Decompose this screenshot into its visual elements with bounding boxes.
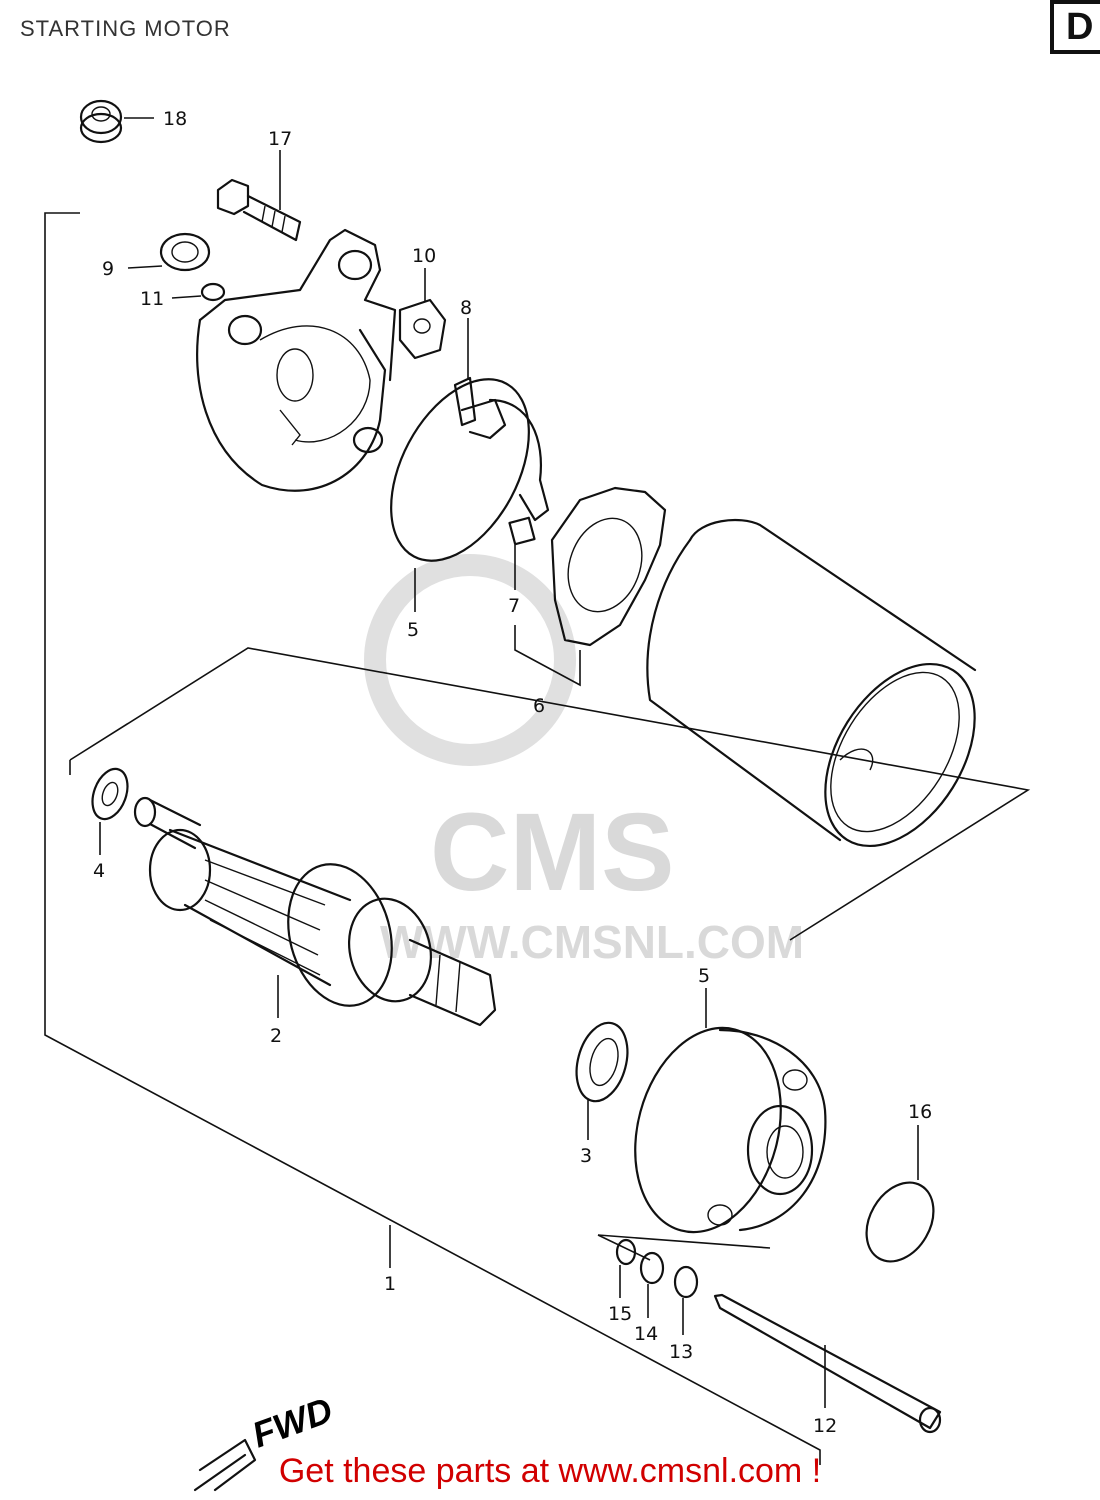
part-9-seal	[127, 232, 211, 272]
callout-12: 12	[813, 1415, 837, 1437]
part-16-oring	[865, 1125, 935, 1263]
rear-housing	[196, 228, 397, 492]
part-12-through-bolt	[713, 1293, 942, 1434]
part-7-brush	[508, 516, 536, 590]
part-2-armature	[133, 796, 497, 1027]
yoke-housing	[646, 518, 977, 848]
callout-5-lower: 5	[698, 965, 710, 987]
callout-15: 15	[608, 1303, 632, 1325]
part-3-oil-seal	[575, 1021, 629, 1140]
callout-2: 2	[270, 1025, 282, 1047]
callout-16: 16	[908, 1101, 932, 1123]
part-4-washer	[91, 767, 129, 855]
footer-promo-text[interactable]: Get these parts at www.cmsnl.com !	[278, 1452, 822, 1490]
callout-numbers: 18 17 9 11 10 8 5 7 6 4 2 5 3 16 1 15 14…	[93, 108, 932, 1437]
callout-9: 9	[102, 258, 114, 280]
callout-5-upper: 5	[407, 619, 419, 641]
callout-1: 1	[384, 1273, 396, 1295]
diagram-title: STARTING MOTOR	[20, 16, 231, 41]
part-17-bolt	[216, 150, 302, 242]
callout-11: 11	[140, 288, 164, 310]
part-8-terminal-bolt	[453, 318, 550, 522]
fwd-label: FWD	[247, 1389, 338, 1456]
callout-6: 6	[533, 695, 545, 717]
part-18-nut	[79, 99, 154, 144]
section-code-badge: D	[1050, 0, 1100, 54]
callout-18: 18	[163, 108, 187, 130]
part-14-washer	[639, 1251, 665, 1318]
part-11-oring	[171, 282, 226, 302]
footer-promo-link[interactable]: Get these parts at www.cmsnl.com !	[0, 1452, 1100, 1491]
assembly-bracket	[44, 212, 1031, 1465]
part-13-washer	[673, 1265, 699, 1335]
callout-10: 10	[412, 245, 436, 267]
callout-4: 4	[93, 860, 105, 882]
callout-17: 17	[268, 128, 292, 150]
callout-3: 3	[580, 1145, 592, 1167]
part-5-oring-upper	[390, 378, 530, 612]
callout-7: 7	[508, 595, 520, 617]
cms-watermark: CMS WWW.CMSNL.COM	[364, 554, 804, 968]
part-15-washer	[615, 1238, 637, 1298]
callout-13: 13	[669, 1341, 693, 1363]
watermark-logo-text: CMS	[430, 791, 674, 914]
callout-8: 8	[460, 297, 472, 319]
part-6-brush-holder	[514, 486, 667, 687]
part-10-terminal-plate	[398, 268, 447, 360]
part-5-front-housing	[634, 988, 827, 1234]
callout-14: 14	[634, 1323, 658, 1345]
watermark-url-text: WWW.CMSNL.COM	[380, 916, 804, 968]
